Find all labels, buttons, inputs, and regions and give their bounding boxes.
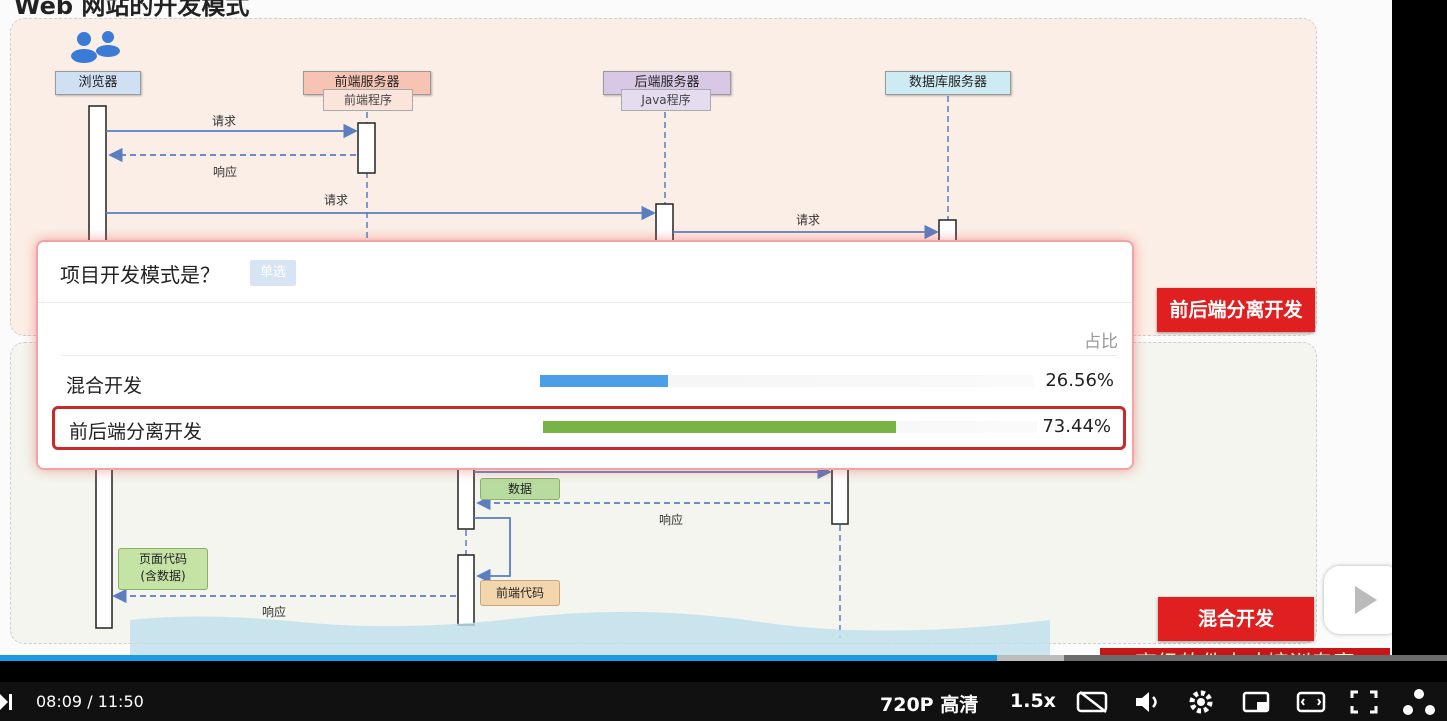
subtitle-off-icon[interactable] bbox=[1076, 690, 1110, 714]
video-frame[interactable]: Web 网站的开发模式 浏览器 前端服务器 前端程序 后端服务器 Java程序 … bbox=[0, 0, 1392, 660]
tag-mixed-dev: 混合开发 bbox=[1158, 597, 1314, 641]
side-black-bar bbox=[1392, 0, 1447, 660]
sequence-diagram bbox=[88, 96, 1050, 660]
lane-database-server: 数据库服务器 bbox=[885, 71, 1011, 95]
single-choice-tag: 单选 bbox=[250, 260, 296, 286]
option-label: 混合开发 bbox=[66, 375, 143, 397]
result-bar-fill bbox=[543, 421, 896, 433]
quiz-question: 项目开发模式是？ bbox=[60, 263, 220, 287]
network-icon[interactable] bbox=[1402, 688, 1436, 716]
java-program-box: Java程序 bbox=[621, 89, 711, 111]
label-response-1: 响应 bbox=[213, 165, 238, 179]
option-label: 前后端分离开发 bbox=[69, 421, 203, 443]
label-response-2: 响应 bbox=[659, 513, 684, 527]
tag-separated-dev: 前后端分离开发 bbox=[1157, 288, 1315, 332]
option-percent: 73.44% bbox=[1042, 416, 1111, 437]
play-next-icon[interactable] bbox=[0, 694, 12, 710]
label-request-2: 请求 bbox=[324, 193, 349, 207]
played-bar bbox=[0, 655, 997, 661]
quiz-header: 项目开发模式是？ 单选 bbox=[38, 242, 1132, 303]
time-separator: / bbox=[87, 692, 93, 711]
quiz-option-separated[interactable]: 前后端分离开发 73.44% bbox=[52, 406, 1126, 450]
slide-title: Web 网站的开发模式 bbox=[14, 0, 250, 20]
pip-icon[interactable] bbox=[1242, 690, 1272, 714]
label-request-1: 请求 bbox=[212, 114, 237, 128]
result-bar-track bbox=[540, 375, 1034, 387]
divider bbox=[60, 355, 1118, 356]
play-button[interactable] bbox=[1324, 566, 1392, 634]
quiz-option-mixed[interactable]: 混合开发 26.56% bbox=[52, 360, 1126, 404]
result-bar-track bbox=[543, 421, 1037, 433]
option-percent: 26.56% bbox=[1045, 370, 1114, 391]
note-data: 数据 bbox=[480, 478, 560, 500]
users-icon bbox=[71, 31, 120, 63]
fullscreen-icon[interactable] bbox=[1350, 690, 1378, 714]
progress-bar[interactable] bbox=[0, 655, 1447, 661]
note-page-code: 页面代码 (含数据) bbox=[118, 548, 208, 590]
speed-button[interactable]: 1.5x bbox=[1010, 690, 1056, 712]
widescreen-icon[interactable] bbox=[1296, 690, 1326, 714]
quality-button[interactable]: 720P 高清 bbox=[880, 694, 979, 716]
label-request-3: 请求 bbox=[796, 213, 821, 227]
lane-browser: 浏览器 bbox=[55, 71, 141, 95]
ratio-column-header: 占比 bbox=[1084, 332, 1118, 352]
player-controls: 08:09 / 11:50 720P 高清 1.5x bbox=[0, 682, 1447, 721]
frontend-program-box: 前端程序 bbox=[323, 89, 413, 111]
settings-icon[interactable] bbox=[1188, 689, 1214, 715]
quiz-card: 项目开发模式是？ 单选 占比 混合开发 26.56% 前后端分离开发 73.44… bbox=[36, 240, 1134, 470]
volume-icon[interactable] bbox=[1134, 690, 1162, 714]
note-frontend-code: 前端代码 bbox=[480, 580, 560, 606]
buffered-bar bbox=[997, 655, 1064, 661]
label-response-3: 响应 bbox=[262, 605, 287, 619]
time-display: 08:09 / 11:50 bbox=[36, 692, 144, 711]
current-time: 08:09 bbox=[36, 692, 83, 711]
duration: 11:50 bbox=[97, 692, 144, 711]
result-bar-fill bbox=[540, 375, 668, 387]
